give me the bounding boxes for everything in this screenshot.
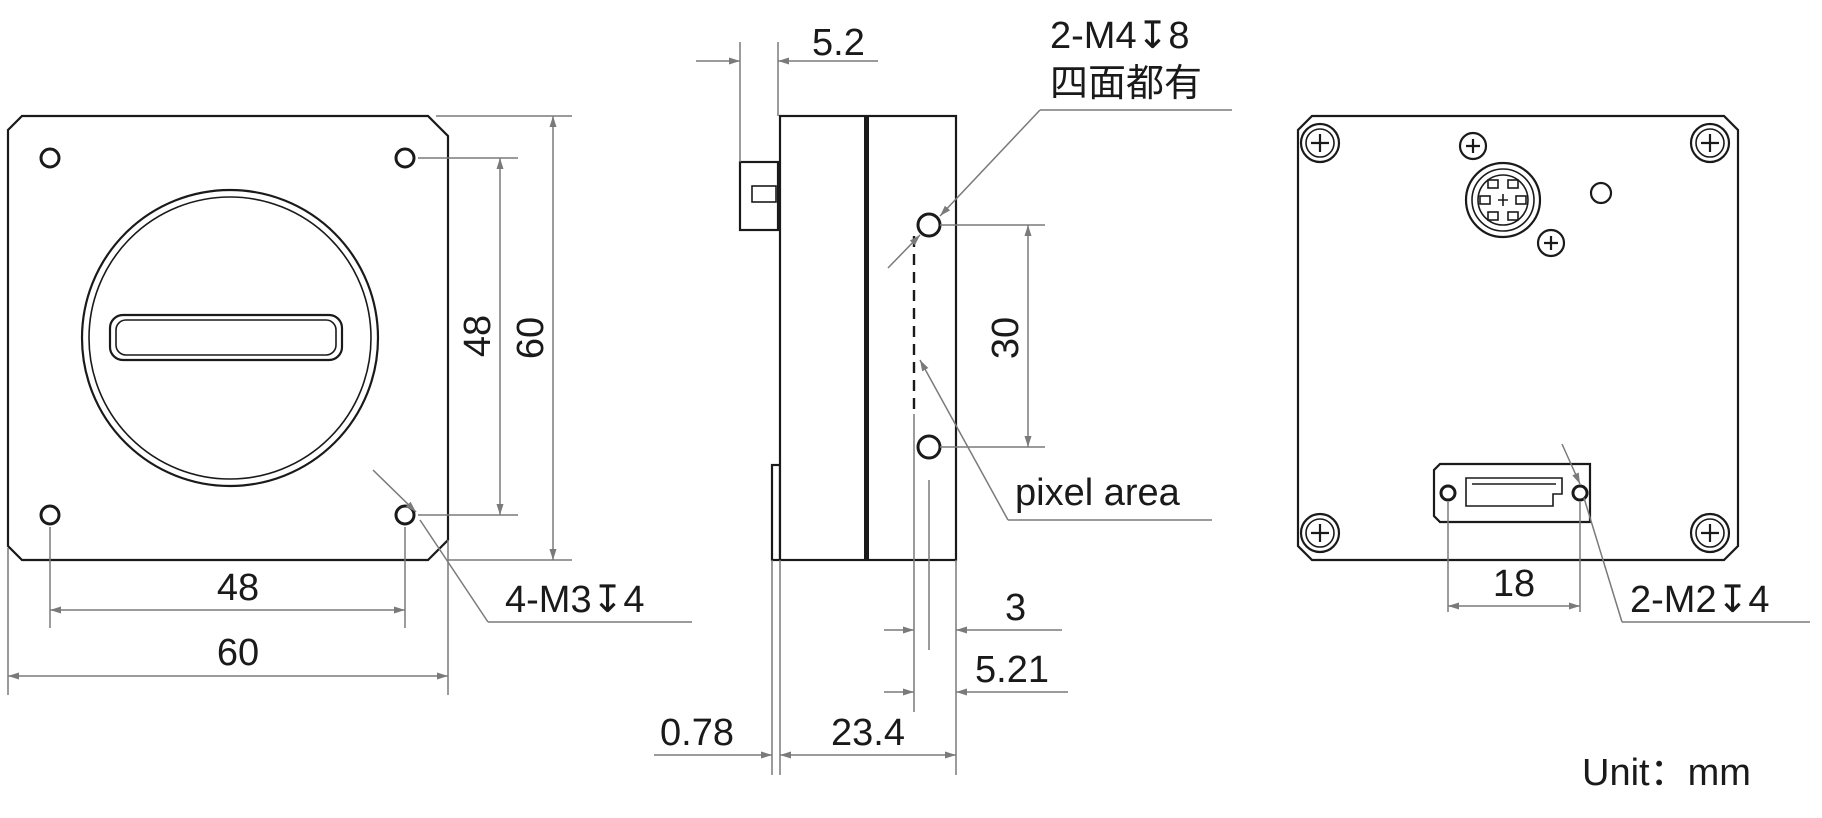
connector-screw-top: [1458, 131, 1488, 161]
side-connector-latch: [751, 185, 777, 203]
dim-front-height-holes: 48: [457, 315, 499, 357]
connector-screw-bottom: [1536, 228, 1566, 258]
front-hole-tl: [39, 147, 61, 169]
rear-view: 18 2-M2↧4: [1296, 114, 1810, 623]
side-flange-strip: [770, 463, 782, 562]
dim-front-height-outer: 60: [510, 317, 552, 359]
rear-screw-bl: [1299, 512, 1341, 554]
callout-front-holes: 4-M3↧4: [505, 579, 645, 621]
side-view: 5.2 2-M4↧8 四面都有 30 pixel area 3 5.21 0.7…: [654, 15, 1232, 775]
front-hole-br: [394, 504, 416, 526]
rear-screw-tl: [1299, 122, 1341, 164]
rear-screw-br: [1689, 512, 1731, 554]
dim-side-0-78: 0.78: [660, 712, 734, 754]
mount-slot-outer: [108, 313, 344, 362]
dim-side-23-4: 23.4: [831, 712, 905, 754]
pixel-area-label: pixel area: [1015, 472, 1181, 514]
callout-side-holes-note: 四面都有: [1050, 63, 1202, 105]
dim-side-hole-spacing: 30: [985, 317, 1027, 359]
side-hole-bottom: [916, 434, 942, 460]
lens-mount-inner: [88, 196, 372, 480]
dim-front-width-holes: 48: [217, 567, 259, 609]
dim-front-width-outer: 60: [217, 632, 259, 674]
front-hole-tr: [394, 147, 416, 169]
side-seam: [864, 116, 869, 560]
power-io-connector: [1464, 161, 1542, 239]
callout-side-holes: 2-M4↧8: [1050, 15, 1190, 57]
unit-label: Unit：mm: [1582, 752, 1751, 794]
front-view: 48 60 48 60 4-M3↧4: [6, 114, 692, 695]
status-led: [1589, 181, 1613, 205]
dim-side-3: 3: [1005, 587, 1026, 629]
side-hole-top: [916, 212, 942, 238]
front-body-outline: [6, 114, 450, 562]
rear-screw-tr: [1689, 122, 1731, 164]
lens-mount-outer: [80, 188, 380, 488]
rear-body-outline: [1296, 114, 1740, 562]
mount-slot-inner: [115, 319, 337, 356]
callout-rear-holes: 2-M2↧4: [1630, 579, 1770, 621]
dim-side-5-21: 5.21: [975, 649, 1049, 691]
front-hole-bl: [39, 504, 61, 526]
usb-connector: [1432, 462, 1592, 524]
dim-side-flange: 5.2: [812, 22, 865, 64]
dim-rear-18: 18: [1493, 563, 1535, 605]
side-connector-tab: [738, 160, 780, 232]
